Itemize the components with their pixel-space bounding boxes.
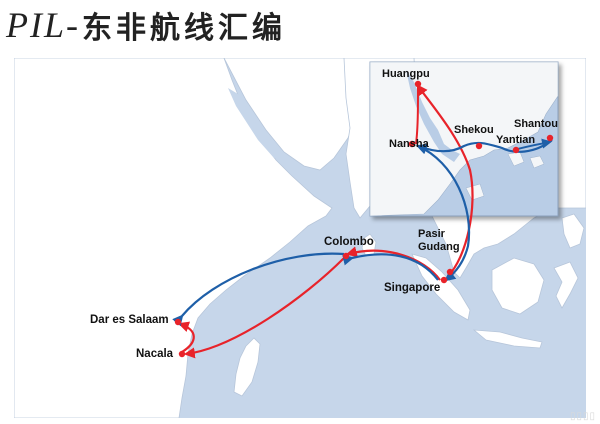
label-huangpu: Huangpu <box>382 68 430 80</box>
route-red-huangpu-nansha <box>415 85 419 145</box>
port-marker-shantou <box>546 134 554 142</box>
label-nansha: Nansha <box>389 138 429 150</box>
label-pasir-gudang: Pasir Gudang <box>418 228 460 253</box>
label-colombo: Colombo <box>324 236 374 248</box>
port-marker-huangpu <box>414 80 422 88</box>
route-blue-shantou-singapore <box>417 144 471 282</box>
land-sumatra <box>411 253 471 321</box>
route-red-colombo-nacala <box>183 257 345 359</box>
land-borneo <box>491 257 545 315</box>
route-red-singapore-huangpu <box>416 84 474 277</box>
title-latin: PIL- <box>6 5 80 45</box>
label-yantian: Yantian <box>496 134 536 146</box>
port-marker-colombo <box>342 252 350 260</box>
land-java <box>472 329 543 349</box>
label-shekou: Shekou <box>454 124 494 136</box>
title-cjk: 东非航线汇编 <box>82 11 286 46</box>
port-marker-singapore <box>440 276 448 284</box>
watermark: ▯▯▯▯ <box>569 411 596 422</box>
port-marker-shekou <box>475 142 483 150</box>
route-blue-colombo-singapore <box>342 253 439 281</box>
route-red-singapore-colombo <box>345 246 441 281</box>
label-singapore: Singapore <box>384 282 441 294</box>
route-blue-shantou-nansha <box>415 139 553 155</box>
label-nacala: Nacala <box>136 348 174 360</box>
route-map: Huangpu Nansha Shekou Yantian Shantou Pa… <box>14 58 586 418</box>
land-sulawesi <box>553 261 579 309</box>
label-dar-es-salaam: Dar es Salaam <box>90 314 169 326</box>
route-red-nacala-dar <box>177 321 195 353</box>
red-sea <box>228 88 280 158</box>
page-title: PIL- 东非航线汇编 <box>6 2 286 48</box>
port-marker-nacala <box>178 350 186 358</box>
land-philippines <box>561 213 585 249</box>
port-marker-dar-es-salaam <box>174 318 182 326</box>
port-markers <box>174 80 554 358</box>
label-shantou: Shantou <box>514 118 558 130</box>
route-blue-dar-colombo <box>172 252 345 327</box>
port-marker-yantian <box>512 146 520 154</box>
port-marker-pasir-gudang <box>446 268 454 276</box>
land-madagascar <box>233 337 261 397</box>
port-marker-nansha <box>408 140 416 148</box>
map-svg <box>14 58 586 418</box>
